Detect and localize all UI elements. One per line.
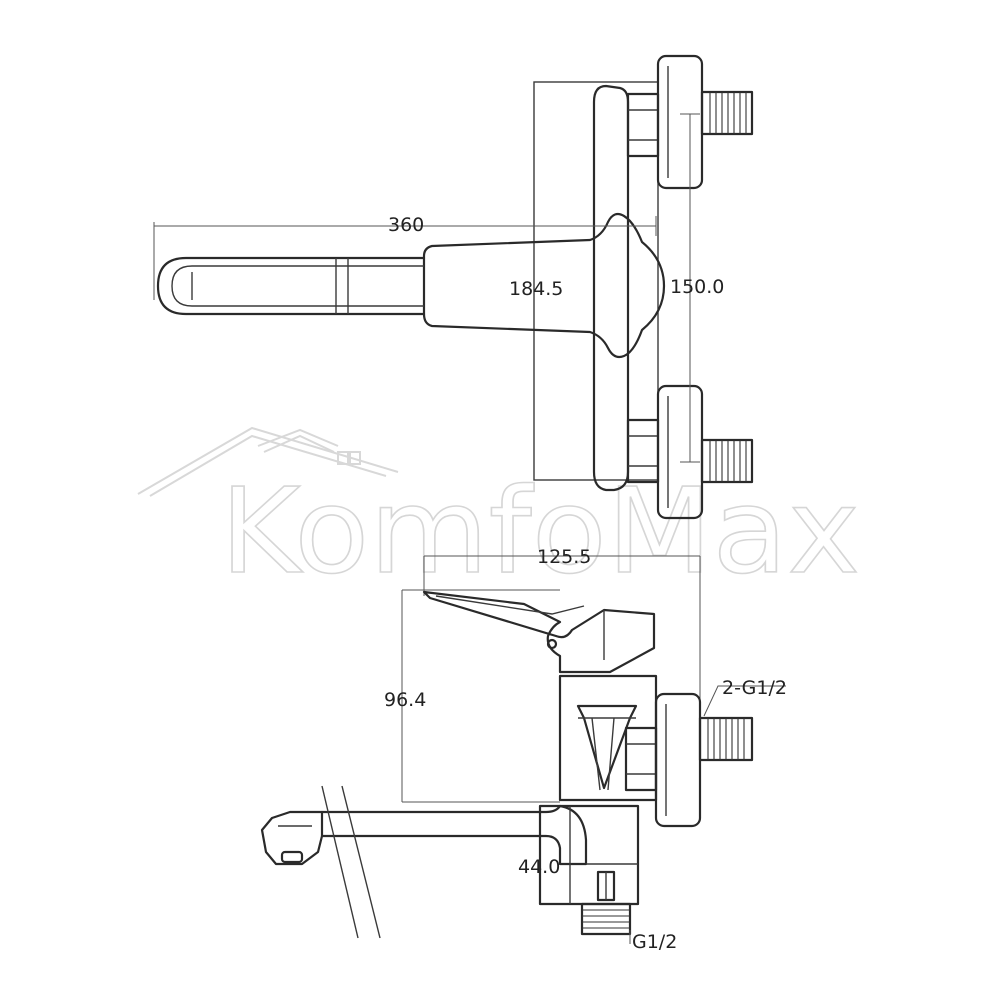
spout-top-view: [156, 256, 426, 316]
house-outline-icon: [137, 426, 399, 497]
mixer-body-side: [558, 674, 658, 802]
dimension-side-depth: 125.5: [537, 546, 591, 568]
upper-inlet: [626, 54, 754, 190]
spout-side-view: [320, 804, 588, 866]
diverter-block: [538, 804, 640, 906]
inlet-connection-label: 2-G1/2: [722, 677, 787, 699]
lever-handle-side: [422, 590, 656, 674]
dimension-total-length: 360: [388, 214, 424, 236]
dimension-body-height: 184.5: [509, 278, 563, 300]
side-view: 125.5 96.4 44.0 2-G1/2: [260, 546, 787, 953]
lever-handle: [422, 212, 666, 359]
lower-inlet: [626, 384, 754, 520]
watermark-logo-text: KomfoMax: [220, 462, 860, 600]
watermark: KomfoMax: [137, 426, 861, 601]
vertical-body: [592, 84, 630, 492]
top-view: 360 184.5 150.0: [153, 54, 754, 520]
outlet-connection-label: G1/2: [632, 931, 677, 953]
dimension-side-height: 96.4: [384, 689, 426, 711]
dimension-inlet-spacing: 150.0: [670, 276, 724, 298]
